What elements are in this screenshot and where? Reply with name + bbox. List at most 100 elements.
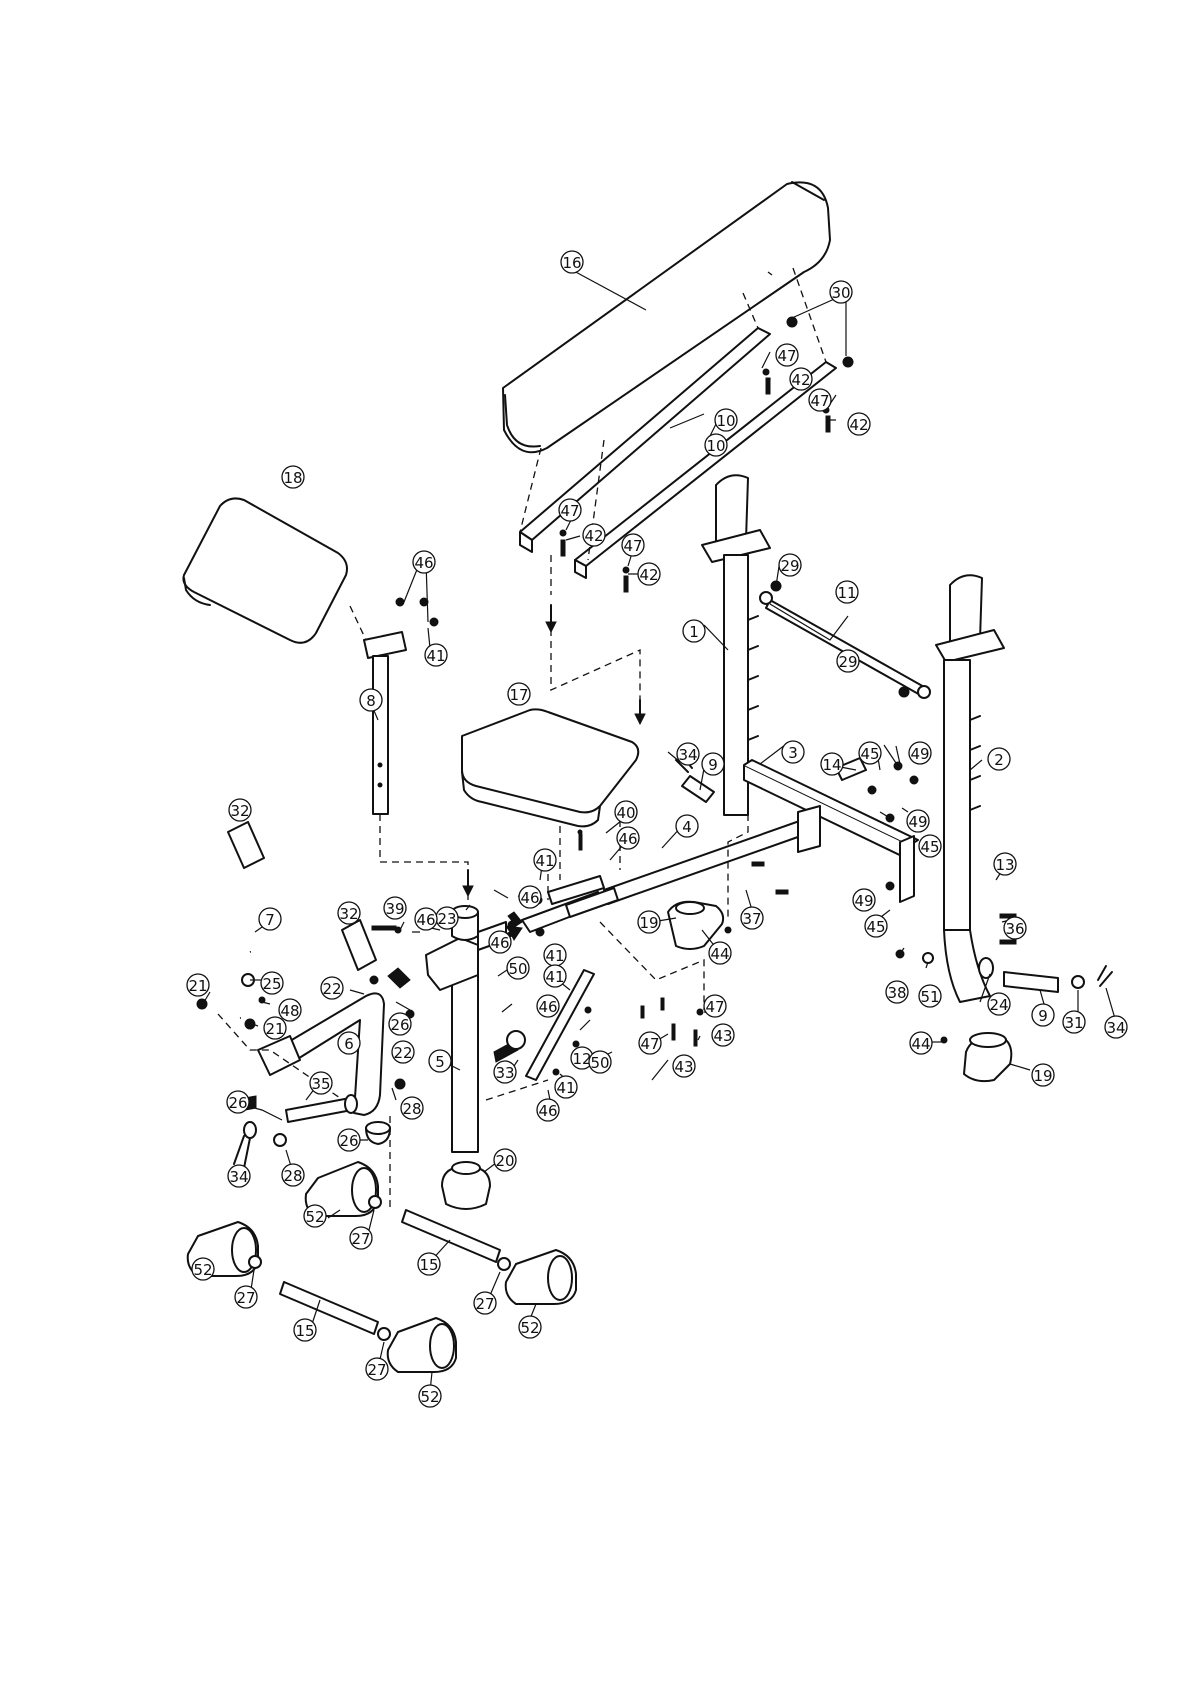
callout-number: 29 <box>838 653 857 671</box>
callout-number: 16 <box>562 254 581 272</box>
pin-tube-left <box>682 776 714 802</box>
callout-11: 11 <box>836 581 858 603</box>
callout-42: 42 <box>583 524 605 546</box>
callout-number: 34 <box>678 746 697 764</box>
callout-47: 47 <box>639 1032 661 1054</box>
callout-number: 10 <box>716 412 735 430</box>
callout-20: 20 <box>494 1149 516 1171</box>
callout-47: 47 <box>809 389 831 411</box>
callout-number: 45 <box>866 918 885 936</box>
callout-number: 36 <box>1005 920 1024 938</box>
callout-45: 45 <box>919 835 941 857</box>
callout-number: 45 <box>860 745 879 763</box>
callout-number: 17 <box>509 686 528 704</box>
callout-number: 15 <box>419 1256 438 1274</box>
callout-number: 44 <box>710 945 729 963</box>
callout-14: 14 <box>821 753 843 775</box>
leg-developer-arm <box>198 862 330 1018</box>
foot-cap-19-left <box>668 902 723 949</box>
callout-46: 46 <box>537 1099 559 1121</box>
callout-number: 21 <box>188 977 207 995</box>
callout-number: 50 <box>590 1054 609 1072</box>
callout-5: 5 <box>429 1050 451 1072</box>
callout-number: 14 <box>822 756 841 774</box>
callout-19: 19 <box>638 911 660 933</box>
callout-18: 18 <box>282 466 304 488</box>
callout-number: 42 <box>584 527 603 545</box>
callout-35: 35 <box>310 1072 332 1094</box>
callout-28: 28 <box>401 1097 423 1119</box>
callout-number: 27 <box>367 1361 386 1379</box>
callout-42: 42 <box>848 413 870 435</box>
callout-number: 42 <box>849 416 868 434</box>
callout-number: 13 <box>995 856 1014 874</box>
callout-number: 46 <box>520 889 539 907</box>
callout-number: 43 <box>674 1058 693 1076</box>
callout-49: 49 <box>907 810 929 832</box>
callout-8: 8 <box>360 689 382 711</box>
callout-27: 27 <box>474 1292 496 1314</box>
roller-bar-upper <box>402 1210 500 1262</box>
callout-number: 32 <box>230 802 249 820</box>
callout-46: 46 <box>415 908 437 930</box>
callout-50: 50 <box>589 1051 611 1073</box>
callout-47: 47 <box>704 995 726 1017</box>
callout-number: 49 <box>908 813 927 831</box>
callout-number: 47 <box>623 537 642 555</box>
callout-3: 3 <box>782 741 804 763</box>
callout-number: 47 <box>777 347 796 365</box>
callout-34: 34 <box>228 1165 250 1187</box>
callout-25: 25 <box>261 972 283 994</box>
preacher-post <box>364 632 406 814</box>
callout-51: 51 <box>919 985 941 1007</box>
callout-number: 33 <box>495 1064 514 1082</box>
callout-number: 42 <box>791 371 810 389</box>
pin-35 <box>286 1095 357 1122</box>
callout-36: 36 <box>1004 917 1026 939</box>
callout-46: 46 <box>519 886 541 908</box>
callout-number: 40 <box>616 804 635 822</box>
callout-number: 41 <box>535 852 554 870</box>
callout-number: 47 <box>560 502 579 520</box>
callout-number: 19 <box>1033 1067 1052 1085</box>
callout-10: 10 <box>705 434 727 456</box>
callout-28: 28 <box>282 1164 304 1186</box>
callout-number: 41 <box>545 968 564 986</box>
callout-47: 47 <box>776 344 798 366</box>
callout-number: 45 <box>920 838 939 856</box>
callout-number: 21 <box>265 1020 284 1038</box>
callout-27: 27 <box>350 1227 372 1249</box>
callout-32: 32 <box>229 799 251 821</box>
callout-number: 38 <box>887 984 906 1002</box>
foam-roller-52-d <box>388 1318 456 1372</box>
callout-1: 1 <box>683 620 705 642</box>
callout-number: 46 <box>538 1102 557 1120</box>
callout-number: 49 <box>854 892 873 910</box>
callout-24: 24 <box>988 993 1010 1015</box>
incline-tube <box>604 806 820 904</box>
callout-41: 41 <box>555 1076 577 1098</box>
callout-48: 48 <box>279 999 301 1021</box>
callout-7: 7 <box>259 908 281 930</box>
main-frame <box>744 758 918 902</box>
callout-21: 21 <box>264 1017 286 1039</box>
callout-number: 8 <box>366 692 376 710</box>
callout-46: 46 <box>489 931 511 953</box>
crossbar <box>760 592 930 698</box>
callout-number: 22 <box>322 980 341 998</box>
foam-roller-52-c <box>506 1250 576 1304</box>
callout-number: 50 <box>508 960 527 978</box>
callout-number: 9 <box>708 756 718 774</box>
callout-number: 52 <box>305 1208 324 1226</box>
callout-number: 11 <box>837 584 856 602</box>
callout-number: 28 <box>283 1167 302 1185</box>
callout-27: 27 <box>235 1286 257 1308</box>
callout-43: 43 <box>712 1024 734 1046</box>
callout-number: 42 <box>639 566 658 584</box>
callout-9: 9 <box>702 753 724 775</box>
callout-46: 46 <box>617 827 639 849</box>
callout-15: 15 <box>418 1253 440 1275</box>
callout-number: 23 <box>437 910 456 928</box>
callout-29: 29 <box>837 650 859 672</box>
callout-number: 7 <box>265 911 275 929</box>
